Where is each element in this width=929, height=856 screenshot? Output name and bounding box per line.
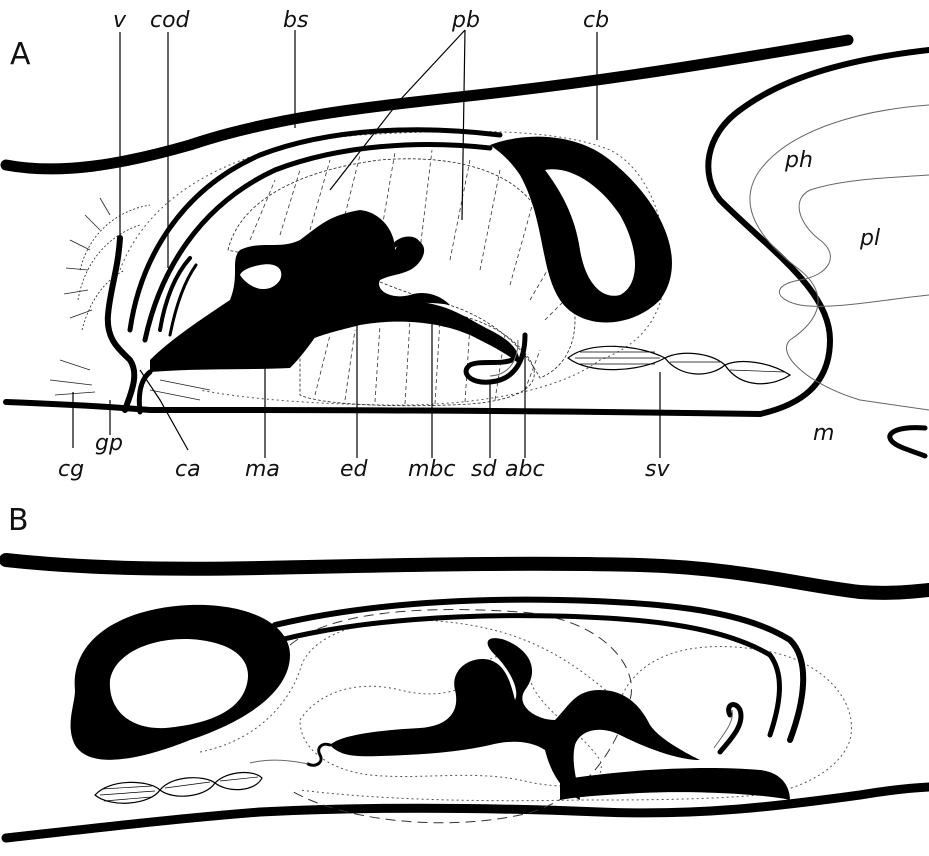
label-m: m bbox=[813, 421, 834, 446]
pharyngeal-lumen bbox=[779, 175, 929, 306]
upper-body-wall-b bbox=[6, 560, 929, 593]
label-sd: sd bbox=[471, 457, 497, 482]
panel-label-a: A bbox=[10, 37, 31, 72]
seminal-vesicles-a bbox=[568, 346, 790, 383]
seminal-duct-b bbox=[720, 705, 741, 752]
lower-body-wall-b bbox=[6, 787, 929, 838]
label-cb: cb bbox=[583, 8, 609, 33]
label-cod: cod bbox=[150, 8, 191, 33]
copulatory-bursa-b bbox=[71, 605, 290, 760]
label-ph: ph bbox=[784, 148, 813, 173]
label-mbc: mbc bbox=[408, 457, 456, 482]
label-sv: sv bbox=[645, 457, 670, 482]
label-pl: pl bbox=[859, 226, 880, 251]
label-ca: ca bbox=[175, 457, 201, 482]
upper-body-wall-a bbox=[6, 40, 848, 169]
label-pb: pb bbox=[451, 8, 480, 33]
male-atrium-b-lower bbox=[560, 768, 790, 800]
label-gp: gp bbox=[95, 431, 123, 456]
lower-body-wall-a bbox=[6, 402, 760, 414]
seminal-vesicles-b bbox=[95, 773, 262, 804]
label-cg: cg bbox=[58, 457, 84, 482]
label-abc: abc bbox=[505, 457, 545, 482]
label-bs: bs bbox=[283, 8, 308, 33]
panel-a: A bbox=[6, 8, 929, 482]
panel-b: B bbox=[6, 503, 929, 838]
pharynx-outline bbox=[708, 50, 929, 414]
common-oviduct-inner bbox=[170, 265, 196, 335]
mouth-hook bbox=[890, 428, 925, 456]
label-v: v bbox=[113, 8, 127, 33]
copulatory-bursa bbox=[490, 137, 672, 323]
connecting-duct-b bbox=[250, 760, 308, 764]
label-ed: ed bbox=[340, 457, 369, 482]
panel-label-b: B bbox=[8, 503, 29, 538]
label-ma: ma bbox=[245, 457, 280, 482]
ejaculatory-duct-b bbox=[308, 744, 330, 765]
